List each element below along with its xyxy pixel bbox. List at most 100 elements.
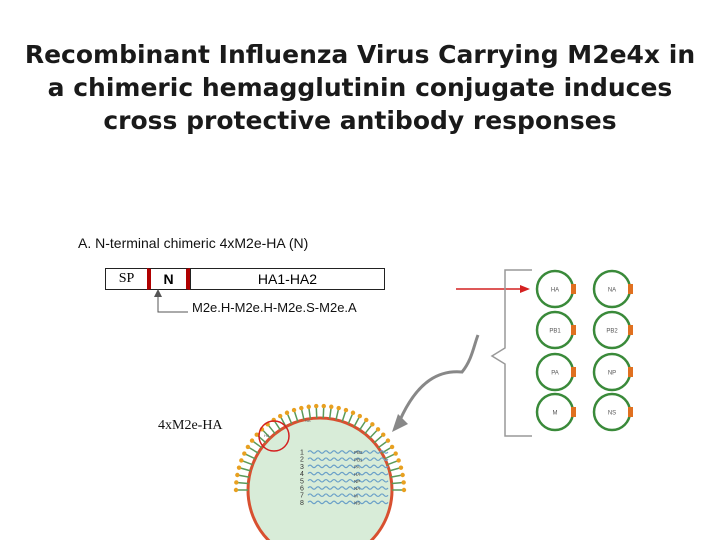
virion-spike-tip — [254, 432, 259, 437]
virion-spike-tip — [291, 407, 297, 413]
virion-spike-tip — [235, 472, 240, 478]
slide-title: Recombinant Influenza Virus Carrying M2e… — [0, 38, 720, 137]
rnp-segment-2: 2 PB1 — [300, 457, 389, 464]
gene-segment-ha: HA — [535, 269, 576, 309]
virion-spike-tip — [396, 458, 401, 463]
rnp-segment-coil — [307, 471, 389, 476]
insert-bracket — [157, 291, 188, 313]
virion-spike-tip — [277, 413, 283, 419]
virion-spike-tip — [306, 404, 311, 409]
virion-spike-tip — [249, 438, 255, 443]
curved-arrow — [398, 334, 480, 421]
virion-spike-tip — [364, 417, 369, 423]
gene-segment-pa: PA — [535, 352, 576, 392]
rnp-segment-name: NA — [354, 486, 360, 491]
virion-spike-tip — [393, 451, 398, 456]
virion-spike-tip — [357, 413, 363, 419]
rnp-segment-number: 1 — [300, 450, 304, 457]
virion-spike-tip — [400, 472, 405, 478]
gene-segment-cap — [571, 284, 576, 294]
rnp-segment-coil — [307, 500, 389, 505]
rnp-segment-coil — [307, 464, 389, 469]
rnp-segment-coil — [307, 478, 389, 483]
rnp-segment-coil — [307, 493, 389, 498]
rnp-segment-number: 3 — [300, 464, 304, 471]
construct-heading: A. N-terminal chimeric 4xM2e-HA (N) — [78, 235, 309, 251]
gene-segment-cap — [571, 407, 576, 417]
virion-spike-tip — [381, 432, 386, 437]
virion-spikes — [233, 403, 407, 493]
title-line-1: Recombinant Influenza Virus Carrying M2e… — [24, 40, 696, 69]
rnp-segment-number: 7 — [300, 493, 304, 500]
na-spike-label: NA — [305, 418, 311, 423]
rnp-segment-name: HA — [354, 472, 360, 477]
gene-segment-label: PA — [551, 371, 559, 377]
rnp-segment-name: NP — [354, 479, 360, 484]
virion-spike-tip — [375, 427, 381, 432]
rnp-segment-number: 5 — [300, 478, 304, 485]
virion-spike-tip — [234, 480, 239, 485]
rnp-segment-coil — [307, 486, 389, 490]
rnp-segment-number: 4 — [300, 471, 304, 478]
insert-sequence: M2e.H-M2e.H-M2e.S-M2e.A — [192, 300, 357, 315]
rnp-segment-name: NS — [354, 501, 360, 506]
segment-ha1-ha2: HA1-HA2 — [190, 268, 385, 290]
gene-segment-cap — [628, 407, 633, 417]
gene-segment-cap — [571, 367, 576, 377]
gene-segment-cap — [571, 325, 576, 335]
virion-spike-tip — [336, 405, 341, 411]
gene-segment-na: NA — [592, 269, 633, 309]
gene-segment-label: NS — [608, 411, 616, 417]
gene-segment-m: M — [535, 392, 576, 432]
ha-spike-label: HA — [264, 433, 270, 438]
gene-segment-np: NP — [592, 352, 633, 392]
rnp-segment-number: 6 — [300, 486, 304, 493]
segment-bracket — [490, 269, 532, 437]
rnp-segment-coil — [307, 450, 389, 454]
gene-segment-cap — [628, 284, 633, 294]
gene-segment-label: PB2 — [606, 329, 618, 335]
title-line-2: a chimeric hemagglutinin conjugate induc… — [47, 73, 673, 102]
curved-arrowhead — [392, 414, 408, 432]
virion-spike-tip — [299, 405, 304, 411]
segment-n: N — [147, 268, 190, 290]
virion-spike-tip — [401, 487, 407, 493]
insert-arrowhead — [154, 289, 162, 297]
rnp-segment-coil — [307, 457, 389, 462]
rnp-segment-4: 4 HA — [300, 471, 389, 478]
virion-spike-tip — [239, 458, 244, 463]
title-line-3: cross protective antibody responses — [103, 106, 617, 135]
gene-segment-label: M — [553, 411, 558, 417]
gene-segment-label: NA — [608, 288, 616, 294]
virion-spike-tip — [236, 465, 242, 470]
rnp-segment-number: 2 — [300, 457, 304, 464]
virion-spike-tip — [398, 465, 404, 470]
virion-spike-tip — [233, 487, 239, 493]
gene-segment-ns: NS — [592, 392, 633, 432]
virion-spike-tip — [314, 403, 319, 409]
gene-segment-pb2: PB2 — [592, 310, 633, 350]
virion-spike-tip — [370, 422, 375, 427]
ha-spike-highlight — [258, 420, 290, 452]
virion-spike-tip — [321, 403, 326, 409]
rnp-segment-name: PB1 — [354, 457, 363, 462]
virion-spike-tip — [389, 444, 395, 450]
ha-pointer-arrowhead — [520, 285, 530, 293]
virion-spike-tip — [284, 410, 290, 415]
virion-spike-tip — [401, 480, 406, 485]
gene-segment-label: PB1 — [549, 329, 561, 335]
gene-segment-cap — [628, 325, 633, 335]
rnp-segment-name: M — [354, 493, 358, 498]
rnp-segment-6: 6 NA — [300, 486, 389, 493]
gene-segment-label: NP — [608, 371, 616, 377]
gene-segment-label: HA — [551, 288, 559, 294]
gene-segment-cap — [628, 367, 633, 377]
